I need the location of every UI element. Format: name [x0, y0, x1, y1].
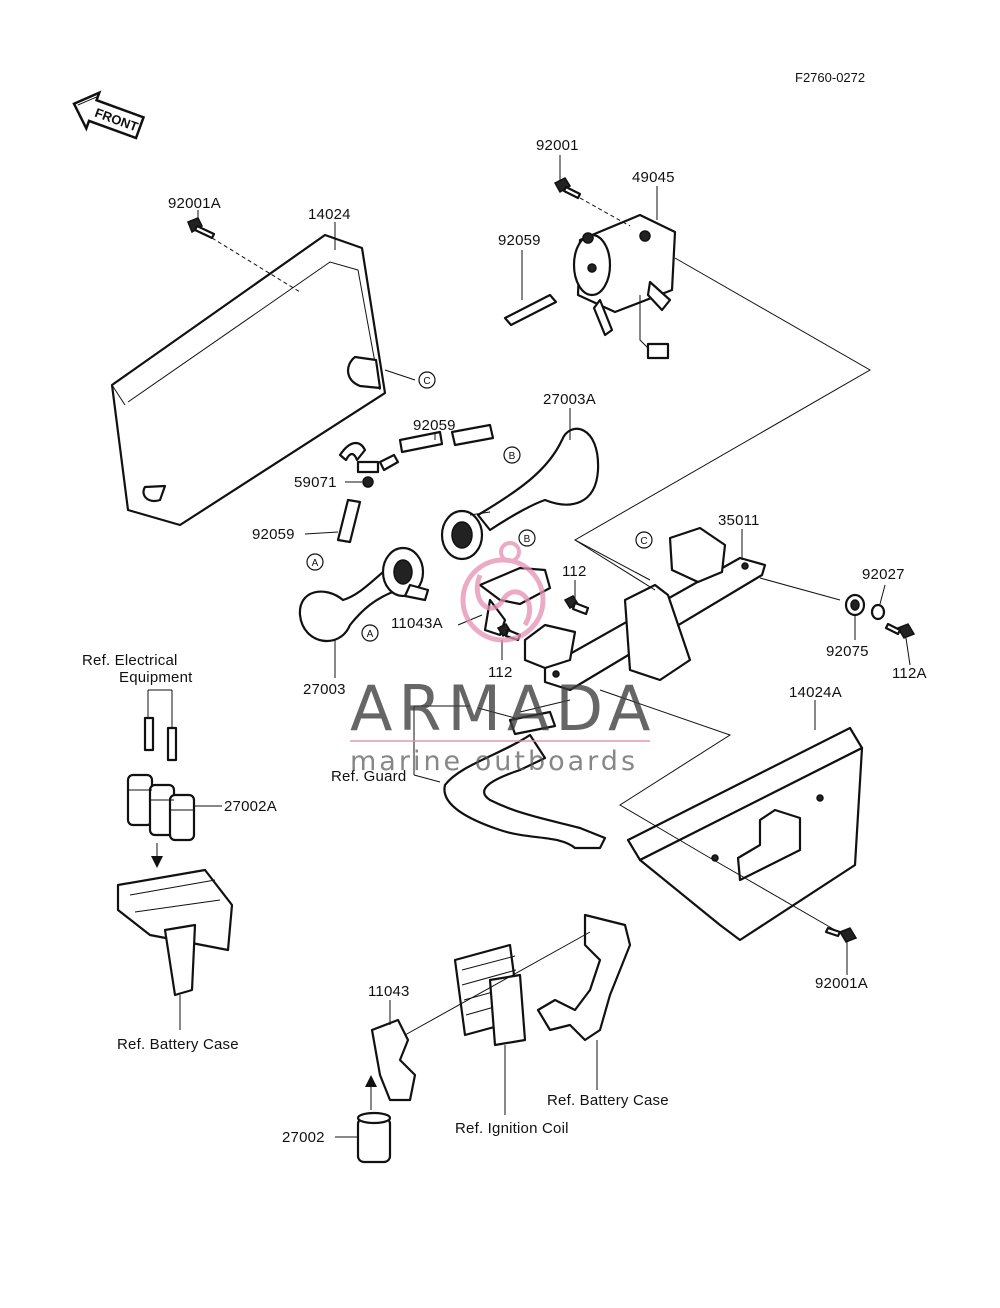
ref-mark-B-hose: B: [503, 446, 521, 464]
horn-27003A: [440, 427, 600, 561]
callout-49045: 49045: [632, 169, 675, 186]
callout-ref-battery-case-right: Ref. Battery Case: [547, 1092, 669, 1109]
callout-14024A: 14024A: [789, 684, 842, 701]
ref-mark-C-bracket: C: [635, 531, 653, 549]
callout-112-right: 112: [562, 563, 587, 580]
horn-27003: [298, 546, 430, 643]
callout-11043A: 11043A: [391, 615, 443, 632]
bracket-11043A: [478, 566, 552, 637]
callout-92075: 92075: [826, 643, 869, 660]
ref-mark-A-horn: A: [361, 624, 379, 642]
alignment-lines: [404, 257, 872, 1036]
callout-11043: 11043: [368, 983, 410, 1000]
leader-lines: [147, 155, 911, 1138]
bolt-92001-top: [553, 177, 582, 200]
svg-text:C: C: [640, 536, 647, 547]
callout-ref-guard: Ref. Guard: [331, 768, 406, 785]
fuses-reference: [143, 716, 178, 762]
callout-ref-electrical-line2: Equipment: [119, 669, 193, 686]
callout-ref-battery-case-left: Ref. Battery Case: [117, 1036, 239, 1053]
callout-ref-ignition-coil: Ref. Ignition Coil: [455, 1120, 569, 1137]
bolt-112-below: [496, 623, 522, 642]
bolt-112-right: [563, 595, 590, 616]
callout-27002: 27002: [282, 1129, 325, 1146]
diagram-code: F2760-0272: [795, 70, 865, 85]
ref-mark-B-horn: B: [518, 529, 536, 547]
leader-bolt-to-relay: [579, 197, 631, 227]
callout-14024: 14024: [308, 206, 351, 223]
bolt-112A: [884, 622, 916, 639]
svg-text:A: A: [367, 629, 374, 640]
callout-92059-mid: 92059: [413, 417, 456, 434]
relay-49045: [572, 213, 677, 360]
callout-92059-top: 92059: [498, 232, 541, 249]
callout-112-below: 112: [488, 664, 513, 681]
fuse-holder-27002A: [126, 773, 196, 842]
guard-reference: [443, 710, 607, 850]
callout-27003: 27003: [303, 681, 346, 698]
cover-14024: [110, 233, 387, 527]
washer-92027: [870, 603, 886, 621]
ignition-coil-reference: [453, 943, 527, 1047]
watermark-logo-icon: [460, 541, 546, 643]
collar-92075: [844, 593, 866, 617]
svg-text:C: C: [423, 376, 430, 387]
leader-bolt-to-cover: [211, 237, 301, 293]
callout-92027: 92027: [862, 566, 905, 583]
svg-text:B: B: [509, 451, 516, 462]
battery-case-left-reference: [116, 868, 234, 997]
svg-text:A: A: [312, 558, 319, 569]
tube-92059-top: [503, 293, 558, 327]
bracket-11043: [370, 1018, 417, 1102]
callout-92001: 92001: [536, 137, 579, 154]
bracket-35011: [523, 526, 767, 692]
ref-mark-A-hose: A: [306, 553, 324, 571]
svg-text:B: B: [524, 534, 531, 545]
watermark-title: ARMADA: [350, 672, 656, 745]
callout-ref-electrical-line1: Ref. Electrical: [82, 652, 178, 669]
callout-27003A: 27003A: [543, 391, 596, 408]
ref-mark-C-top: C: [418, 371, 436, 389]
cover-14024A: [626, 726, 864, 942]
hose-set: [336, 423, 495, 544]
callout-92059-left: 92059: [252, 526, 295, 543]
bolt-92001A-top: [187, 217, 216, 240]
callout-92001A-bottom: 92001A: [815, 975, 868, 992]
arrow-up-icon: [365, 1075, 377, 1087]
bolt-92001A-bottom: [824, 926, 858, 943]
fuse-holder-27002: [356, 1111, 392, 1164]
watermark-subtitle: marine outboards: [350, 746, 638, 777]
front-arrow-icon: FRONT: [72, 90, 146, 140]
callout-35011: 35011: [718, 512, 760, 529]
callout-92001A-top: 92001A: [168, 195, 221, 212]
arrow-down-icon: [151, 856, 163, 868]
callout-112A: 112A: [892, 665, 927, 682]
callout-59071: 59071: [294, 474, 337, 491]
callout-27002A: 27002A: [224, 798, 277, 815]
battery-case-right-reference: [536, 913, 632, 1042]
